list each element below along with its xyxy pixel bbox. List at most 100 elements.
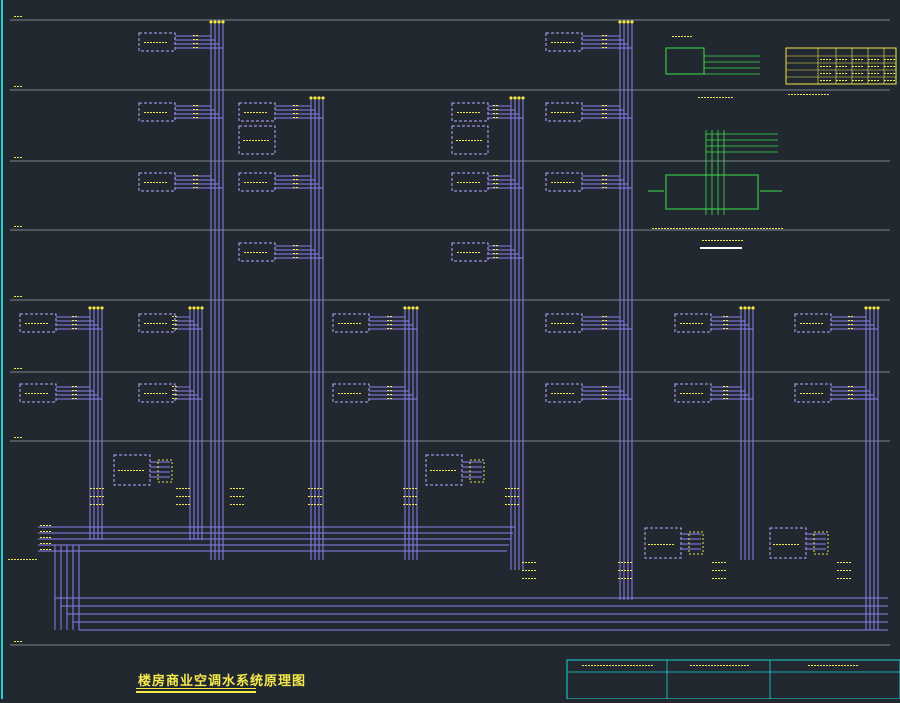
unit-label-text (456, 140, 458, 141)
unit-label-text (165, 182, 167, 183)
unit-label-text (557, 323, 559, 324)
valve-stack-mark (511, 496, 513, 497)
unit-label-text (698, 323, 700, 324)
riser-end-mark (876, 306, 880, 310)
detail-note-text (688, 228, 690, 229)
title-block-text (711, 665, 713, 666)
legend-cell-text (839, 80, 841, 81)
unit-label-text (701, 393, 703, 394)
valve-mark (387, 398, 389, 399)
unit-label-text (28, 323, 30, 324)
riser-end-mark (403, 306, 407, 310)
title-block-text (633, 665, 635, 666)
unit-label-text (469, 112, 471, 113)
detail-caption-text (711, 240, 713, 241)
unit-label-text (683, 323, 685, 324)
valve-mark (390, 320, 392, 321)
unit-label-text (124, 470, 126, 471)
valve-stack-mark (317, 504, 319, 505)
legend-cell-text (871, 66, 873, 67)
unit-label-text (563, 112, 565, 113)
legend-cell-text (820, 73, 822, 74)
unit-label-text (806, 323, 808, 324)
air-handling-unit (425, 454, 463, 486)
valve-stack-mark (517, 496, 519, 497)
unit-label-text (465, 140, 467, 141)
unit-label-text (569, 393, 571, 394)
unit-label-text (809, 393, 811, 394)
title-block-text (735, 665, 737, 666)
riser-end-mark (188, 306, 192, 310)
title-block-text (856, 665, 858, 666)
title-block-text (738, 665, 740, 666)
title-block-text (624, 665, 626, 666)
valve-stack-mark (534, 562, 536, 563)
detail-caption-text (702, 240, 704, 241)
valve-stack-mark (525, 578, 527, 579)
unit-label-text (252, 140, 254, 141)
header-label-text (43, 549, 45, 550)
unit-label-text (356, 393, 358, 394)
valve-mark (172, 386, 174, 387)
unit-label-text (554, 393, 556, 394)
unit-label-text (572, 112, 574, 113)
unit-label-text (165, 393, 167, 394)
valve-mark (602, 35, 604, 36)
detail-note-text (766, 228, 768, 229)
valve-stack-mark (508, 488, 510, 489)
valve-stack-mark (242, 496, 244, 497)
detail-note-text (715, 228, 717, 229)
legend-cell-text (887, 59, 889, 60)
legend-cell-text (877, 73, 879, 74)
header-label-text (49, 543, 51, 544)
legend-caption-text (806, 94, 808, 95)
detail-caption-text (716, 97, 718, 98)
fan-coil-unit (138, 32, 176, 52)
legend-cell-text (836, 80, 838, 81)
floor-level-mark (17, 437, 19, 438)
detail-label-text (675, 36, 677, 37)
valve-mark (848, 320, 850, 321)
title-block-text (714, 665, 716, 666)
valve-mark (193, 183, 195, 184)
riser-end-mark (751, 306, 755, 310)
unit-label-text (34, 323, 36, 324)
valve-stack-mark (412, 504, 414, 505)
legend-cell-text (826, 73, 828, 74)
unit-label-text (554, 323, 556, 324)
header-label-text (40, 531, 42, 532)
unit-label-text (262, 112, 264, 113)
valve-stack-mark (239, 504, 241, 505)
detail-note-text (742, 228, 744, 229)
fan-coil-unit (138, 383, 176, 403)
unit-label-text (554, 42, 556, 43)
valve-stack-mark (320, 504, 322, 505)
valve-stack-mark (406, 504, 408, 505)
detail-caption-text (722, 97, 724, 98)
title-block-text (609, 665, 611, 666)
valve-mark (196, 117, 198, 118)
legend-caption-text (800, 94, 802, 95)
valve-mark (72, 386, 74, 387)
detail-note-text (673, 228, 675, 229)
valve-mark (296, 245, 298, 246)
valve-mark (293, 105, 295, 106)
legend-cell-text (861, 66, 863, 67)
valve-stack-mark (621, 578, 623, 579)
header-note-text (32, 559, 34, 560)
valve-stack-mark (624, 562, 626, 563)
unit-label-text (144, 323, 146, 324)
title-block-text (832, 665, 834, 666)
valve-stack-mark (724, 562, 726, 563)
valve-stack-mark (522, 562, 524, 563)
valve-mark (496, 183, 498, 184)
riser-end-mark (209, 20, 213, 24)
valve-mark (296, 183, 298, 184)
unit-label-text (259, 182, 261, 183)
valve-mark (175, 324, 177, 325)
detail-caption-text (701, 97, 703, 98)
valve-stack-mark (314, 496, 316, 497)
unit-label-text (460, 182, 462, 183)
valve-stack-mark (412, 488, 414, 489)
legend-cell-text (871, 73, 873, 74)
